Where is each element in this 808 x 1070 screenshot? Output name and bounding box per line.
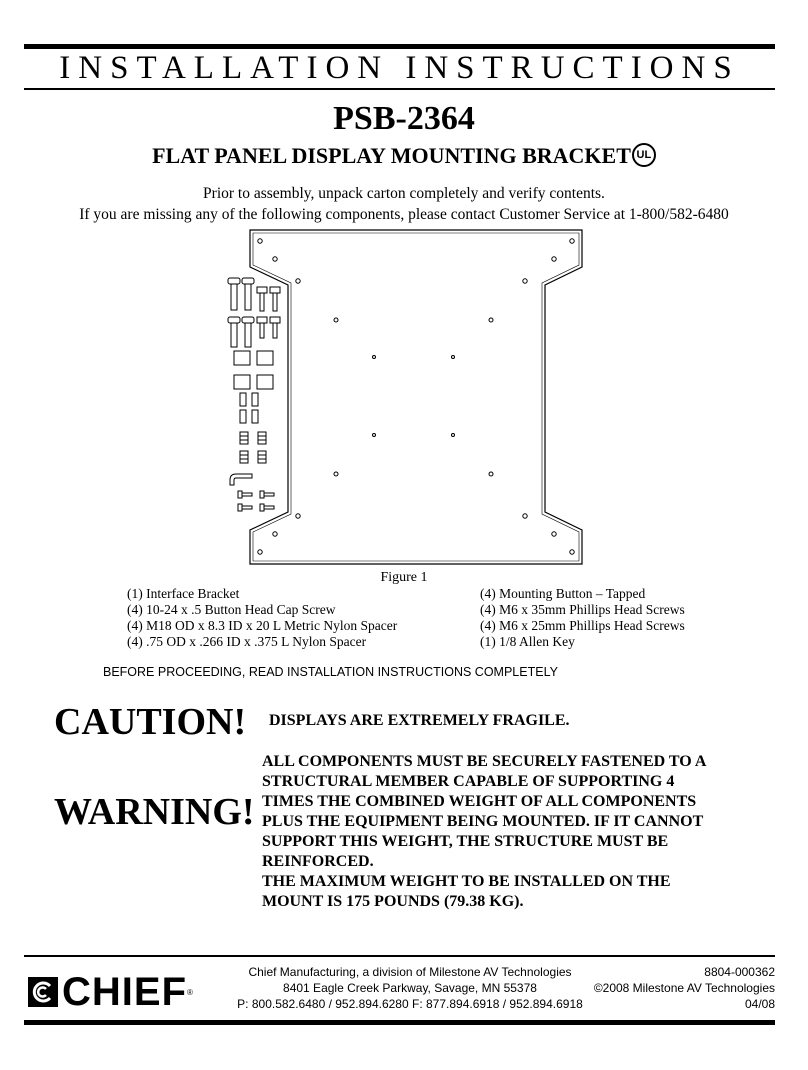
allen-key [229,473,253,486]
warning-line: STRUCTURAL MEMBER CAPABLE OF SUPPORTING … [262,773,675,790]
warning-line: THE MAXIMUM WEIGHT TO BE INSTALLED ON TH… [262,873,671,890]
mounting-buttons [239,431,267,464]
title-underline [24,88,775,90]
copyright: ©2008 Milestone AV Technologies [593,981,775,995]
warning-heading: WARNING! [54,791,255,833]
chief-logo: CHIEF® [28,972,193,1012]
warning-line: SUPPORT THIS WEIGHT, THE STRUCTURE MUST … [262,833,669,850]
document-date: 04/08 [744,997,775,1011]
warning-line: REINFORCED. [262,853,374,870]
ul-listed-mark: UL [631,143,656,167]
company-address: 8401 Eagle Creek Parkway, Savage, MN 553… [283,981,537,995]
company-info: Chief Manufacturing, a division of Miles… [210,964,610,1012]
footer-bottom-rule [24,1020,775,1025]
list-item: (1) 1/8 Allen Key [480,634,575,649]
model-number: PSB-2364 [333,100,475,137]
chief-logo-icon [28,977,58,1007]
button-head-cap-screws [227,277,281,312]
list-item: (4) M6 x 25mm Phillips Head Screws [480,618,685,633]
product-subtitle-text: FLAT PANEL DISPLAY MOUNTING BRACKET [152,143,631,168]
intro-line-1: Prior to assembly, unpack carton complet… [203,185,605,202]
nylon-spacers [233,350,274,424]
company-name: Chief Manufacturing, a division of Miles… [248,965,572,979]
company-phones: P: 800.582.6480 / 952.894.6280 F: 877.89… [237,997,583,1011]
registered-mark: ® [187,987,193,997]
figure-caption: Figure 1 [380,570,428,585]
intro-line-2: If you are missing any of the following … [79,206,729,223]
warning-line: MOUNT IS 175 POUNDS (79.38 KG). [262,893,524,910]
parts-list-right: (4) Mounting Button – Tapped (4) M6 x 35… [480,586,685,650]
small-bolts [237,490,275,512]
list-item: (4) Mounting Button – Tapped [480,586,646,601]
footer-top-rule [24,955,775,957]
list-item: (4) M18 OD x 8.3 ID x 20 L Metric Nylon … [127,618,398,633]
list-item: (4) .75 OD x .266 ID x .375 L Nylon Spac… [127,634,367,649]
top-rule [24,44,775,49]
interface-bracket-outline [249,229,583,565]
bracket-holes [257,238,575,555]
list-item: (4) M6 x 35mm Phillips Head Screws [480,602,685,617]
warning-line: ALL COMPONENTS MUST BE SECURELY FASTENED… [262,753,707,770]
list-item: (4) 10-24 x .5 Button Head Cap Screw [127,602,336,617]
warning-line: TIMES THE COMBINED WEIGHT OF ALL COMPONE… [262,793,697,810]
document-number: 8804-000362 [704,965,775,979]
chief-logo-text: CHIEF [62,970,187,1014]
caution-text: DISPLAYS ARE EXTREMELY FRAGILE. [269,712,570,729]
parts-list-left: (1) Interface Bracket (4) 10-24 x .5 But… [127,586,397,650]
list-item: (1) Interface Bracket [127,586,240,601]
warning-text: ALL COMPONENTS MUST BE SECURELY FASTENED… [262,752,762,912]
warning-line: PLUS THE EQUIPMENT BEING MOUNTED. IF IT … [262,813,704,830]
read-instructions-notice: BEFORE PROCEEDING, READ INSTALLATION INS… [103,665,558,679]
caution-heading: CAUTION! [54,701,247,743]
document-info: 8804-000362 ©2008 Milestone AV Technolog… [594,964,775,1012]
phillips-head-screws [227,316,281,348]
figure-1-drawing [227,229,583,565]
page-title: INSTALLATION INSTRUCTIONS [59,50,740,86]
